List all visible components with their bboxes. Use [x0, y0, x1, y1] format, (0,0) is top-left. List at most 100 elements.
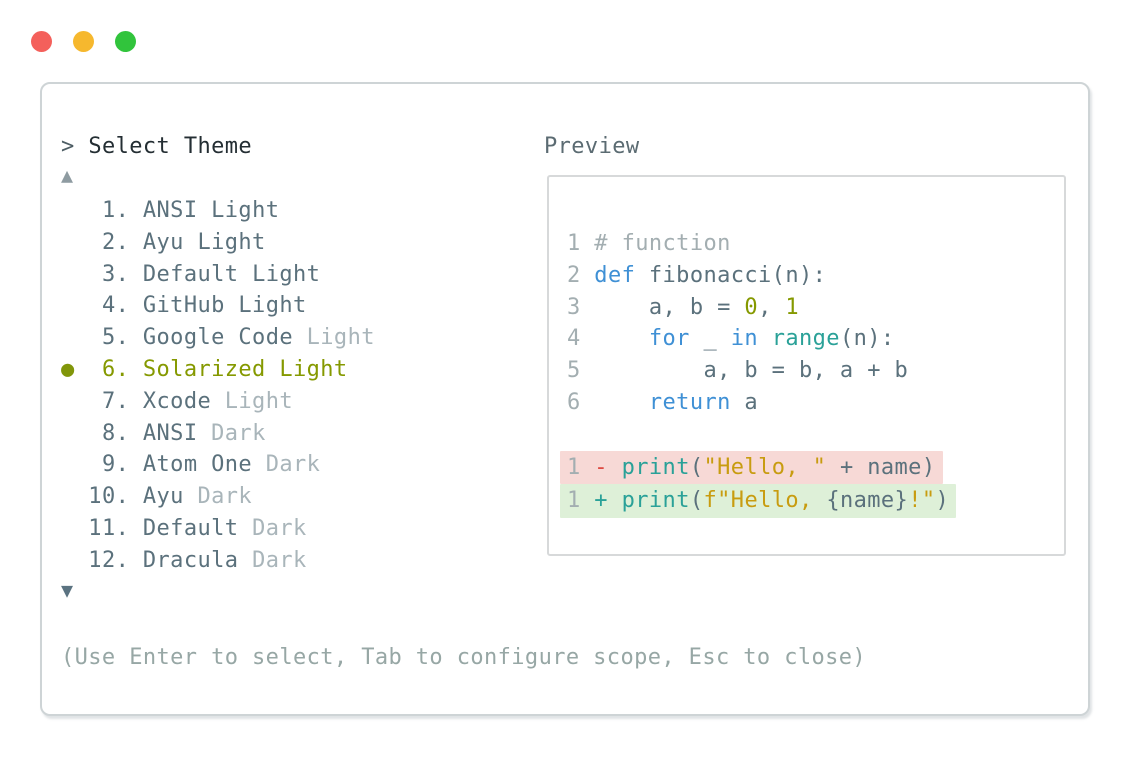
code-token	[758, 326, 772, 351]
theme-variant: Light	[238, 261, 321, 287]
code-token: return	[648, 389, 731, 415]
code-token: for	[648, 326, 690, 352]
theme-variant: Dark	[197, 420, 266, 446]
line-number: 6	[567, 389, 595, 415]
window-controls	[31, 31, 136, 52]
item-marker-slot	[61, 262, 75, 287]
code-line: 1 # function	[567, 228, 956, 260]
code-token: _	[689, 326, 731, 352]
theme-name: Default	[142, 515, 239, 541]
close-button-icon[interactable]	[31, 31, 52, 52]
theme-list-item[interactable]: 12. Dracula Dark	[61, 545, 375, 577]
theme-list-item[interactable]: 2. Ayu Light	[61, 227, 375, 259]
item-marker-slot	[61, 230, 75, 255]
item-marker-slot	[61, 389, 75, 414]
line-number: 4	[567, 326, 595, 352]
code-line: 6 return a	[567, 387, 956, 419]
code-token: # function	[594, 231, 731, 256]
code-token: in	[730, 326, 759, 352]
theme-list-item[interactable]: 9. Atom One Dark	[61, 449, 375, 481]
minimize-button-icon[interactable]	[73, 31, 94, 52]
code-token: (	[689, 454, 704, 480]
code-token: -	[594, 454, 608, 480]
theme-list-item[interactable]: ● 6. Solarized Light	[61, 354, 375, 386]
theme-list-item[interactable]: 8. ANSI Dark	[61, 418, 375, 450]
theme-name: Google Code	[142, 325, 293, 351]
dialog-prompt: > Select Theme	[61, 131, 252, 163]
prompt-chevron-icon: >	[61, 134, 75, 159]
code-token: ,	[758, 294, 786, 320]
code-token: !"	[908, 488, 936, 514]
item-marker-slot	[61, 548, 75, 573]
theme-variant: Dark	[238, 547, 307, 573]
item-marker-slot	[61, 325, 75, 350]
theme-name: Xcode	[142, 388, 212, 414]
item-number: 5.	[74, 325, 143, 351]
item-number: 8.	[74, 420, 143, 446]
code-token: + name	[826, 454, 922, 480]
code-token: print	[621, 488, 690, 514]
dialog-title: Select Theme	[88, 134, 253, 159]
code-token: (n):	[839, 326, 895, 352]
theme-variant: Light	[211, 388, 293, 414]
code-token: )	[935, 488, 950, 514]
line-number: 2	[567, 262, 595, 288]
theme-name: Atom One	[142, 452, 253, 478]
item-number: 1.	[74, 198, 143, 223]
theme-list-item[interactable]: 5. Google Code Light	[61, 322, 375, 354]
code-line: 5 a, b = b, a + b	[567, 355, 956, 387]
line-number: 1	[567, 454, 595, 480]
code-token: +	[594, 488, 608, 514]
code-token	[594, 390, 649, 415]
selected-item-dot-icon: ●	[61, 356, 75, 382]
theme-list-item[interactable]: 11. Default Dark	[61, 513, 375, 545]
theme-name: Solarized	[142, 356, 266, 382]
code-token: range	[771, 326, 840, 352]
theme-name: Dracula	[142, 547, 239, 573]
line-number: 1	[567, 231, 595, 256]
item-number: 7.	[74, 388, 143, 414]
item-marker-slot	[61, 484, 75, 509]
code-token	[608, 455, 622, 480]
theme-list-item[interactable]: 1. ANSI Light	[61, 195, 375, 227]
item-marker-slot	[61, 421, 75, 446]
theme-list: 1. ANSI Light 2. Ayu Light 3. Default Li…	[61, 195, 375, 577]
item-number: 4.	[74, 293, 143, 319]
item-number: 6.	[74, 356, 143, 382]
theme-list-item[interactable]: 4. GitHub Light	[61, 290, 375, 322]
theme-variant: Light	[183, 229, 266, 255]
item-number: 11.	[74, 515, 143, 541]
theme-list-item[interactable]: 3. Default Light	[61, 259, 375, 291]
item-marker-slot	[61, 516, 75, 541]
theme-list-item[interactable]: 7. Xcode Light	[61, 386, 375, 418]
theme-variant: Light	[265, 356, 348, 382]
scroll-up-icon[interactable]: ▲	[61, 163, 74, 187]
code-line: 4 for _ in range(n):	[567, 323, 956, 355]
theme-variant: Dark	[183, 484, 253, 510]
theme-name: ANSI	[142, 420, 198, 446]
scroll-down-icon[interactable]: ▼	[61, 578, 74, 602]
item-number: 12.	[74, 547, 143, 573]
code-token: 0	[744, 294, 759, 320]
theme-variant: Dark	[238, 515, 307, 541]
item-marker-slot	[61, 452, 75, 477]
code-token: f	[703, 488, 718, 514]
theme-variant: Dark	[252, 452, 321, 478]
line-number: 3	[567, 294, 595, 320]
item-number: 3.	[74, 261, 143, 287]
theme-variant: Light	[197, 198, 280, 223]
theme-variant: Light	[224, 293, 307, 319]
code-token: 1	[785, 294, 800, 320]
maximize-button-icon[interactable]	[115, 31, 136, 52]
theme-list-item[interactable]: 10. Ayu Dark	[61, 481, 375, 513]
theme-variant: Light	[293, 325, 375, 351]
theme-name: GitHub	[142, 293, 225, 319]
line-number: 5	[567, 358, 595, 384]
code-token: "Hello,	[717, 488, 827, 514]
theme-name: ANSI	[142, 198, 198, 223]
code-token: "Hello, "	[703, 454, 827, 480]
theme-selector-dialog: > Select Theme ▲ 1. ANSI Light 2. Ayu Li…	[40, 82, 1090, 716]
line-number: 1	[567, 488, 595, 514]
